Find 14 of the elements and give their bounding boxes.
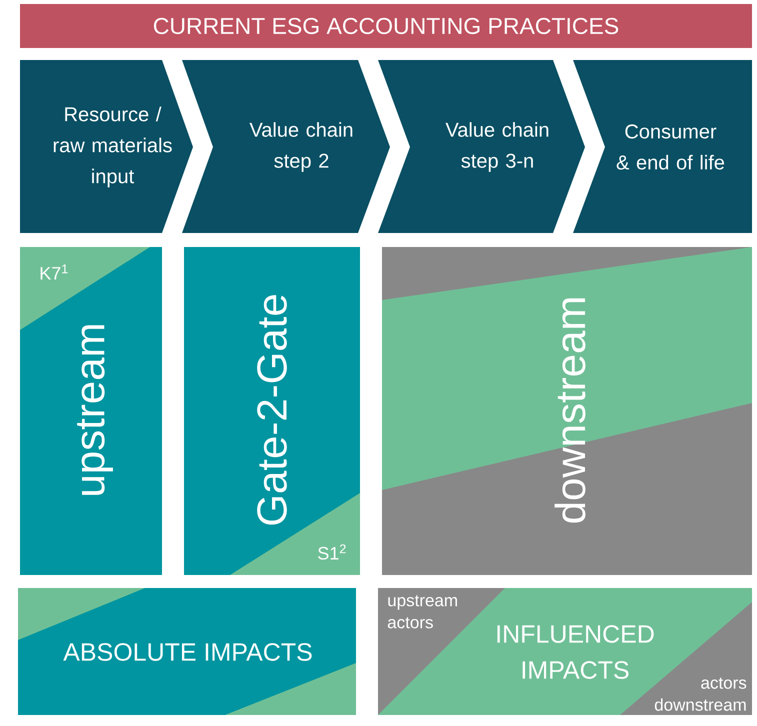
chevron-step: Value chain step 2 xyxy=(182,60,390,233)
panel-label: downstream xyxy=(554,298,586,523)
corner-label: K7$^{1}$ xyxy=(40,264,68,280)
panel-label: Gate-2-Gate xyxy=(257,295,287,525)
chevron-step: Resource / raw materials input xyxy=(20,60,193,233)
chevron-step: Value chain step 3-n xyxy=(378,60,585,233)
corner-label: S1$^{2}$ xyxy=(318,544,346,560)
panel-label: ABSOLUTE IMPACTS xyxy=(63,643,312,661)
corner-label: actors downstream xyxy=(654,678,746,711)
chevron-step: Consumer & end of life xyxy=(573,60,752,233)
panel-label: INFLUENCED IMPACTS xyxy=(497,625,654,679)
corner-label: upstream actors xyxy=(388,595,457,628)
panel-label: upstream xyxy=(77,325,113,495)
title-banner: CURRENT ESG ACCOUNTING PRACTICES xyxy=(20,4,752,48)
